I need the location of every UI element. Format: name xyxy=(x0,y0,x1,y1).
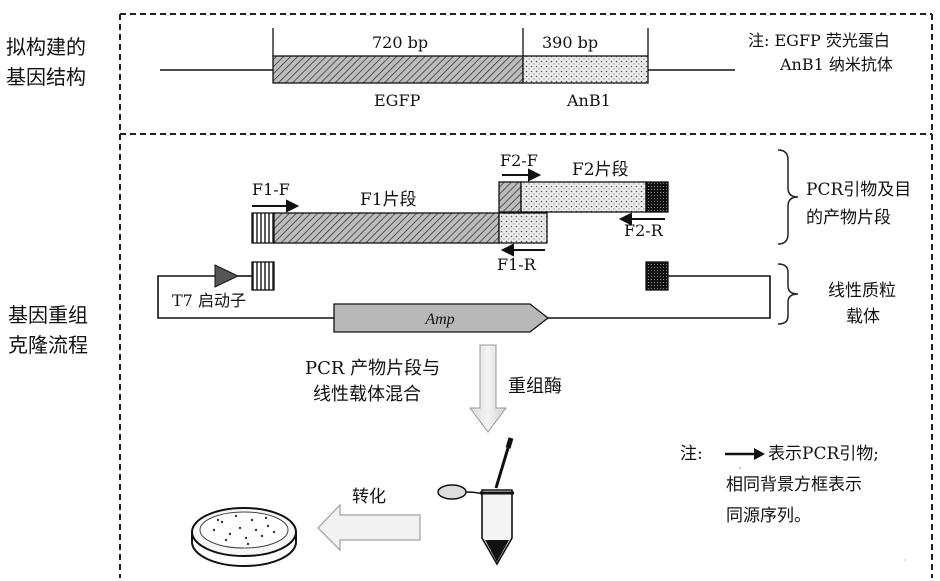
colony-dot xyxy=(212,528,216,532)
brace-primers xyxy=(777,149,799,245)
transform-label: 转化 xyxy=(352,487,386,507)
legend-note-line1: 表示PCR引物; xyxy=(768,444,879,464)
legend-note-line2: 相同背景方框表示 xyxy=(726,475,862,495)
primer-f2f-label: F2-F xyxy=(500,151,538,170)
colony-dot xyxy=(244,536,248,540)
colony-dot xyxy=(220,520,224,524)
amp-label: Amp xyxy=(424,311,454,328)
colony-dot xyxy=(272,530,276,534)
legend-note-prefix: 注: xyxy=(680,444,703,464)
brace-vector xyxy=(777,263,799,325)
colony-dot xyxy=(224,538,228,542)
colony-dot xyxy=(228,532,232,536)
bottom-side-label-2: 克隆流程 xyxy=(8,333,88,357)
t7-promoter-label: T7 启动子 xyxy=(172,291,246,310)
colony-dot xyxy=(216,518,220,522)
primer-f2r-label: F2-R xyxy=(624,221,663,240)
fragment-f2-label: F2片段 xyxy=(572,160,629,180)
legend-arrow xyxy=(725,448,765,460)
legend-note-line3: 同源序列。 xyxy=(726,506,811,526)
fragment-f1-label: F1片段 xyxy=(360,190,417,210)
top-note-2: AnB1 纳米抗体 xyxy=(780,55,893,74)
primer-arrows xyxy=(252,168,665,257)
colony-dot xyxy=(266,524,270,528)
anb1-size: 390 bp xyxy=(542,33,599,52)
anb1-label: AnB1 xyxy=(567,91,611,110)
colony-dot xyxy=(260,534,264,538)
colony-dot xyxy=(234,514,238,518)
anb1-block xyxy=(522,55,649,84)
colony-dot xyxy=(254,528,258,532)
colony-dot xyxy=(264,516,268,520)
mix-label-2: 线性载体混合 xyxy=(313,384,421,405)
colony-dot xyxy=(246,542,250,546)
gene-construct xyxy=(160,28,735,84)
process-arrow-down xyxy=(469,344,507,433)
pipette xyxy=(494,437,514,489)
centrifuge-tube xyxy=(437,484,514,566)
egfp-block xyxy=(272,55,524,84)
colony-dot xyxy=(238,526,242,530)
bracket-vector-line1: 线性质粒 xyxy=(828,281,896,301)
top-side-label-1: 拟构建的 xyxy=(6,35,86,59)
petri-dish xyxy=(191,507,297,567)
fragment-f2 xyxy=(498,181,669,213)
egfp-size: 720 bp xyxy=(372,33,429,52)
egfp-label: EGFP xyxy=(374,91,421,110)
colony-dot xyxy=(250,518,254,522)
fragment-f1 xyxy=(251,212,548,244)
top-note-1: 注: EGFP 荧光蛋白 xyxy=(748,31,890,50)
bracket-vector-line2: 载体 xyxy=(846,307,880,327)
scan-speckles xyxy=(739,467,906,561)
top-side-label-2: 基因结构 xyxy=(6,65,86,89)
bracket-primers-line1: PCR引物及目 xyxy=(806,180,912,200)
bottom-side-label-1: 基因重组 xyxy=(8,303,88,327)
t7-promoter-triangle xyxy=(214,264,240,288)
primer-f1r-label: F1-R xyxy=(497,255,536,274)
amp-gene-arrow xyxy=(333,303,550,333)
primer-f1f-label: F1-F xyxy=(252,180,290,199)
transform-arrow xyxy=(317,503,421,552)
dashed-frame xyxy=(119,13,933,578)
mix-label-1: PCR 产物片段与 xyxy=(305,358,441,379)
bracket-primers-line2: 的产物片段 xyxy=(806,208,891,228)
linear-vector: Amp xyxy=(157,261,771,333)
recombinase-label: 重组酶 xyxy=(508,376,562,397)
